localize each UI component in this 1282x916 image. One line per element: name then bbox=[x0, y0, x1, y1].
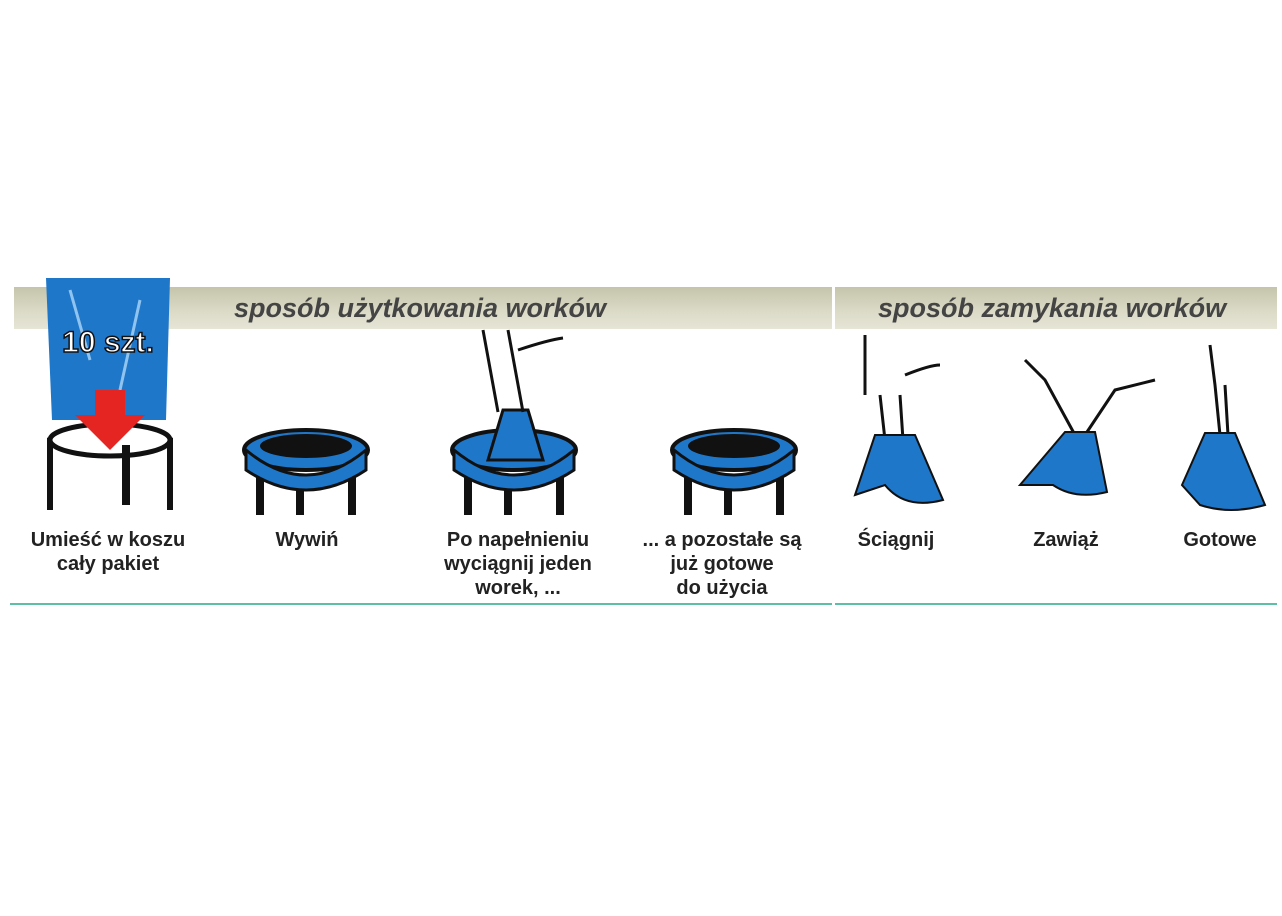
bottom-divider-left bbox=[10, 603, 832, 605]
caption-line: cały pakiet bbox=[56, 553, 160, 575]
caption-line: do użycia bbox=[676, 577, 768, 599]
ready-bag-illustration bbox=[1180, 344, 1267, 511]
step-caption-done: Gotowe bbox=[1120, 528, 1282, 552]
step-caption-tie: Zawiąż bbox=[966, 528, 1166, 552]
caption-line: wyciągnij jeden bbox=[444, 553, 592, 575]
step-caption-fold: Wywiń bbox=[207, 528, 407, 552]
caption-line: Umieść w koszu bbox=[30, 529, 186, 551]
pull-bag-illustration bbox=[450, 329, 578, 515]
closing-header-band: sposób zamykania worków bbox=[835, 287, 1277, 329]
caption-line: ... a pozostałe są bbox=[642, 529, 802, 551]
package-into-bin-illustration: 10 szt. bbox=[46, 278, 173, 510]
tie-illustration bbox=[1017, 358, 1156, 496]
package-count-label: 10 szt. bbox=[62, 326, 154, 359]
caption-line: Gotowe bbox=[1183, 529, 1257, 551]
caption-line: Po napełnieniu bbox=[446, 529, 590, 551]
hands-icon bbox=[1023, 358, 1156, 436]
usage-header-title: sposób użytkowania worków bbox=[234, 293, 607, 323]
caption-line: już gotowe bbox=[670, 553, 774, 575]
hands-icon bbox=[863, 335, 941, 441]
caption-line: Ściągnij bbox=[857, 529, 935, 551]
ready-bags-bin-illustration bbox=[670, 428, 798, 515]
hands-icon bbox=[481, 329, 564, 413]
caption-line: Zawiąż bbox=[1033, 529, 1099, 551]
bottom-divider-right bbox=[835, 603, 1277, 605]
pull-tight-illustration bbox=[853, 335, 945, 504]
rolled-bag-bin-illustration bbox=[242, 428, 370, 515]
caption-line: Wywiń bbox=[275, 529, 339, 551]
closing-header-title: sposób zamykania worków bbox=[878, 293, 1227, 323]
down-arrow-icon bbox=[75, 390, 145, 450]
caption-line: worek, ... bbox=[475, 577, 561, 599]
step-caption-pull-tight: Ściągnij bbox=[796, 528, 996, 552]
